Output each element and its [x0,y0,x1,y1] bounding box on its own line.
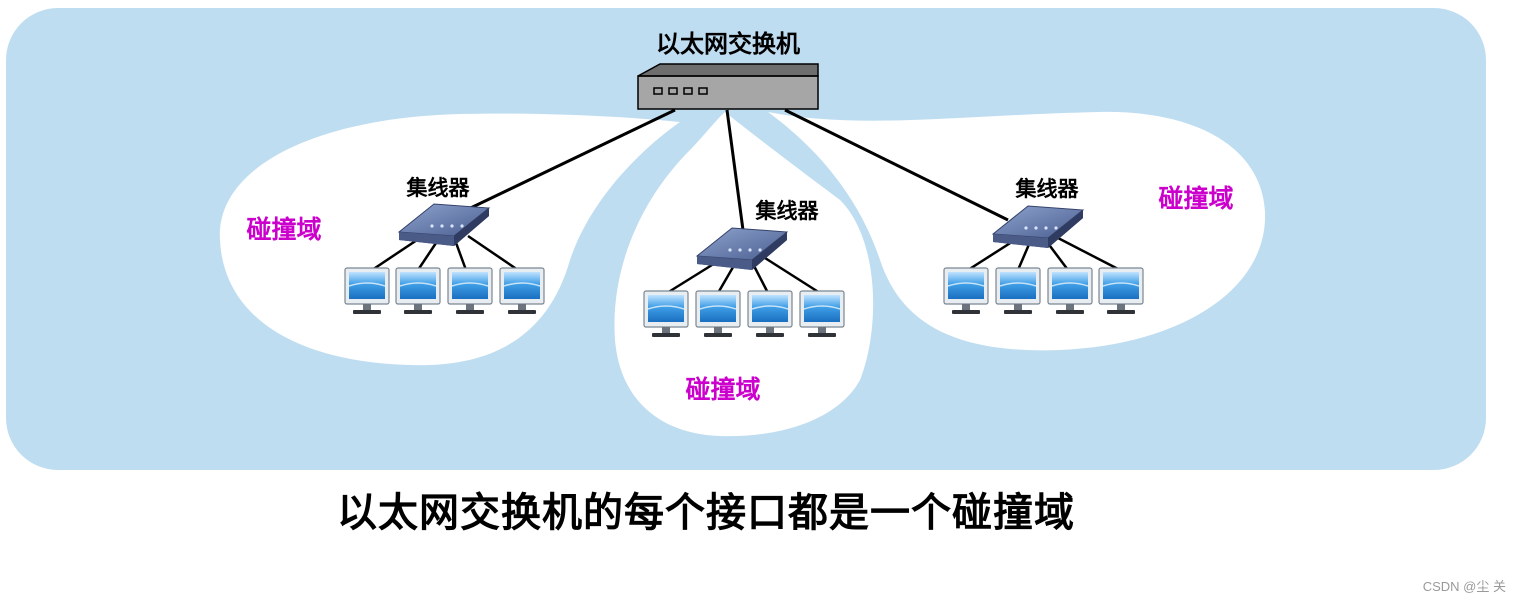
hub-left-links [371,234,519,272]
hub-left-label: 集线器 [406,176,471,200]
collision-domain-bubble-center [614,112,874,437]
hub-right-links [967,236,1121,272]
watermark: CSDN @尘 关 [1422,579,1506,594]
collision-domain-label-right: 碰撞域 [1158,184,1233,213]
collision-domain-label-left: 碰撞域 [246,215,321,244]
collision-domain-label-center: 碰撞域 [685,375,760,404]
switch-label: 以太网交换机 [656,30,800,58]
link-switch-hub-right [784,108,1009,222]
ethernet-switch-icon [637,63,819,110]
link-switch-hub-center [725,109,745,231]
hub-right-label: 集线器 [1015,177,1080,201]
diagram-caption: 以太网交换机的每个接口都是一个碰撞域 [337,490,1075,536]
hub-center-label: 集线器 [755,199,820,223]
link-switch-hub-left [457,108,676,216]
